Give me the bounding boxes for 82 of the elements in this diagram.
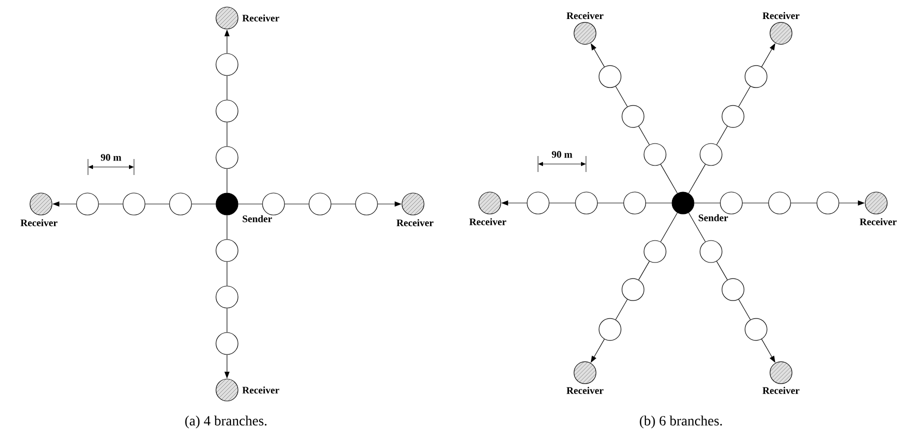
sender-label: Sender <box>242 215 272 222</box>
sender-label: Sender <box>698 214 728 222</box>
relay-node <box>700 143 722 166</box>
connector-line <box>226 168 228 193</box>
connector-line <box>646 202 672 204</box>
caption: (a) 4 branches. <box>185 416 266 428</box>
dimension-label: 90 m <box>100 154 122 161</box>
connector-line <box>738 86 751 107</box>
relay-node <box>598 318 622 341</box>
relay-node <box>644 240 666 263</box>
connector-line <box>688 164 706 194</box>
relay-node <box>216 100 238 122</box>
relay-node <box>622 105 644 128</box>
sender-node <box>216 192 238 216</box>
receiver-label: Receiver <box>396 219 434 226</box>
connector-line <box>597 202 624 204</box>
relay-node <box>598 65 622 88</box>
dimension-label: 90 m <box>552 151 572 158</box>
connector-line <box>615 299 628 320</box>
receiver-node <box>770 22 792 45</box>
relay-node <box>216 239 238 262</box>
receiver-node <box>770 361 792 384</box>
connector-line <box>226 76 228 100</box>
connector-line <box>638 261 650 280</box>
relay-node <box>622 278 644 301</box>
receiver-node <box>216 6 238 30</box>
relay-node <box>722 105 744 128</box>
relay-node <box>816 192 840 214</box>
connector-line <box>716 261 728 280</box>
receiver-node <box>402 192 424 216</box>
relay-node <box>262 192 285 216</box>
connector-line <box>790 202 817 204</box>
relay-node <box>700 240 722 263</box>
relay-node <box>720 192 743 214</box>
relay-node <box>76 192 99 216</box>
receiver-node <box>574 22 596 45</box>
connector-line <box>660 164 678 194</box>
receiver-label: Receiver <box>469 218 506 226</box>
relay-node <box>768 192 791 214</box>
relay-node <box>122 192 146 216</box>
connector-line <box>738 299 751 320</box>
connector-line <box>226 262 228 286</box>
connector-line <box>688 212 706 242</box>
connector-line <box>638 126 650 146</box>
receiver-label: Receiver <box>566 386 604 394</box>
relay-node <box>744 65 768 88</box>
relay-node <box>216 53 238 76</box>
connector-line <box>226 308 228 332</box>
relay-node <box>169 192 192 216</box>
relay-node <box>644 143 666 166</box>
relay-node <box>744 318 768 341</box>
receiver-node <box>864 192 888 214</box>
receiver-label: Receiver <box>242 14 280 22</box>
connector-line <box>226 215 228 240</box>
relay-node <box>216 146 238 169</box>
receiver-label: Receiver <box>566 12 604 20</box>
connector-line <box>226 122 228 146</box>
relay-node <box>526 192 550 214</box>
receiver-node <box>216 378 238 402</box>
relay-node <box>623 192 646 214</box>
relay-node <box>355 192 378 216</box>
receiver-node <box>574 361 596 384</box>
relay-node <box>722 278 744 301</box>
receiver-label: Receiver <box>860 218 897 226</box>
sender-node <box>672 192 694 214</box>
relay-node <box>216 332 238 355</box>
connector-line <box>742 202 769 204</box>
receiver-node <box>478 192 502 214</box>
relay-node <box>216 286 238 308</box>
connector-line <box>660 212 678 242</box>
relay-node <box>308 192 332 216</box>
connector-line <box>716 126 728 146</box>
receiver-label: Receiver <box>20 219 58 226</box>
connector-line <box>694 202 720 204</box>
caption: (b) 6 branches. <box>640 416 722 428</box>
receiver-node <box>30 192 52 216</box>
receiver-label: Receiver <box>762 386 800 394</box>
receiver-label: Receiver <box>762 12 800 20</box>
relay-node <box>575 192 598 214</box>
connector-line <box>549 202 576 204</box>
connector-line <box>615 86 628 107</box>
receiver-label: Receiver <box>242 386 280 394</box>
